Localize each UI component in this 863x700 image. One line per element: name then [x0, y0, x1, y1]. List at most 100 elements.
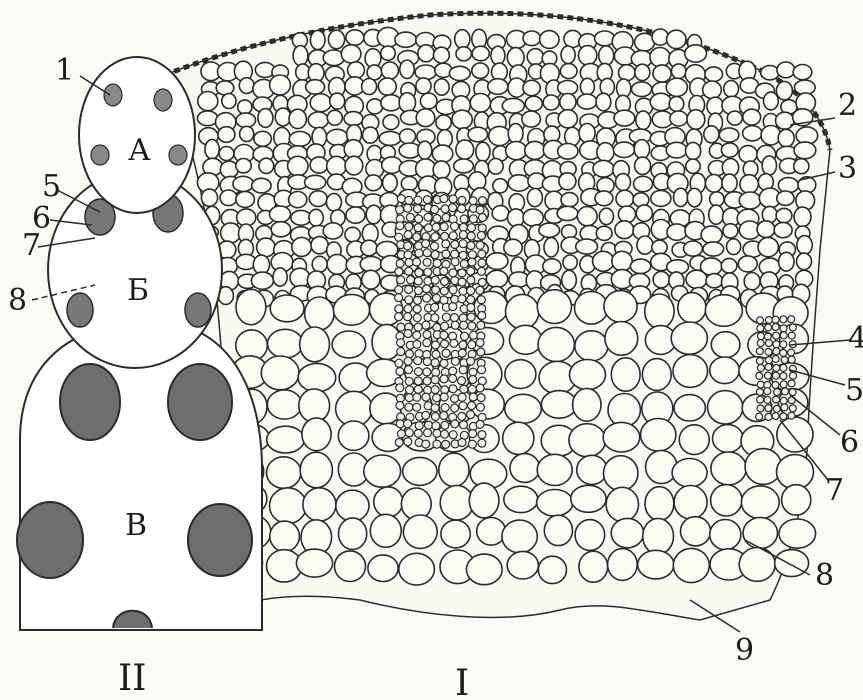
vascular-cell — [404, 357, 412, 365]
small-cell — [310, 30, 325, 49]
small-cell — [289, 132, 310, 147]
large-cell — [506, 294, 539, 329]
large-cell — [303, 488, 336, 521]
vascular-cell — [782, 388, 789, 395]
vascular-cell — [460, 215, 468, 223]
large-cell — [333, 294, 369, 325]
vascular-cell — [451, 395, 459, 403]
small-cell — [727, 111, 742, 125]
large-cell — [541, 391, 576, 419]
large-cell — [711, 485, 742, 516]
vascular-cell — [441, 404, 449, 412]
small-cell — [724, 81, 739, 98]
small-cell — [216, 81, 234, 95]
small-cell — [488, 159, 503, 175]
vascular-cell — [431, 303, 439, 311]
vascular-cell — [405, 403, 413, 411]
vascular-cell — [460, 421, 468, 429]
small-cell — [721, 143, 738, 157]
large-cell — [305, 297, 334, 330]
vascular-cell — [459, 341, 467, 349]
vascular-cell — [478, 366, 486, 374]
large-cell — [537, 490, 573, 517]
small-cell — [560, 64, 577, 79]
vascular-cell — [757, 405, 764, 412]
small-cell — [778, 129, 794, 147]
vascular-cell — [449, 375, 457, 383]
vascular-cell — [765, 317, 772, 324]
vascular-cell — [773, 372, 780, 379]
small-cell — [326, 194, 341, 212]
small-cell — [523, 209, 543, 226]
small-cell — [558, 110, 577, 128]
small-cell — [219, 147, 234, 161]
vascular-cell — [772, 324, 779, 331]
vascular-cell — [458, 205, 466, 213]
small-cell — [362, 270, 380, 289]
small-cell — [635, 64, 650, 80]
vascular-cell — [432, 368, 440, 376]
small-cell — [220, 190, 237, 206]
small-cell — [560, 94, 576, 111]
large-cell — [477, 518, 506, 546]
small-cell — [258, 109, 273, 128]
small-cell — [764, 92, 779, 110]
vascular-cell — [415, 269, 423, 277]
vascular-cell — [405, 296, 413, 304]
small-cell — [776, 82, 792, 100]
small-cell — [309, 191, 327, 207]
vascular-cell — [433, 394, 441, 402]
vascular-cell — [440, 359, 448, 367]
vascular-cell — [468, 251, 476, 259]
vascular-cell — [789, 389, 796, 396]
vascular-cell — [405, 267, 413, 275]
vascular-cell — [459, 231, 467, 239]
large-cell — [611, 518, 643, 547]
small-cell — [291, 210, 311, 225]
large-cell — [674, 395, 705, 421]
large-cell — [538, 556, 566, 583]
vascular-cell — [781, 357, 788, 364]
vascular-cell — [780, 364, 787, 371]
small-cell — [599, 46, 614, 65]
vascular-cell — [773, 348, 780, 355]
large-cell — [743, 518, 777, 549]
large-cell — [505, 360, 536, 389]
large-cell — [298, 363, 336, 391]
small-cell — [705, 175, 722, 193]
vascular-cell — [433, 215, 441, 223]
small-cell — [577, 207, 597, 226]
small-cell — [774, 222, 792, 237]
small-cell — [327, 110, 342, 125]
small-cell — [540, 31, 559, 49]
small-cell — [400, 129, 416, 144]
vascular-cell — [440, 412, 448, 420]
vascular-cell — [395, 233, 403, 241]
small-cell — [362, 79, 377, 95]
vascular-cell — [459, 287, 467, 295]
vascular-cell — [756, 358, 763, 365]
small-cell — [614, 110, 635, 126]
small-cell — [525, 96, 542, 111]
vascular-cell — [468, 224, 476, 232]
small-cell — [259, 158, 274, 173]
large-cell — [338, 421, 369, 450]
vascular-cell — [424, 224, 432, 232]
vascular-cell — [431, 276, 439, 284]
vascular-cell — [449, 195, 457, 203]
label-5-left: 5 — [42, 169, 61, 204]
vascular-cell — [414, 429, 422, 437]
small-cell — [344, 112, 363, 126]
small-cell — [596, 93, 611, 111]
large-cell — [332, 331, 366, 358]
small-cell — [348, 62, 365, 79]
large-cell — [678, 293, 706, 323]
vascular-cell — [414, 196, 422, 204]
small-cell — [797, 236, 812, 255]
small-cell — [559, 173, 576, 190]
small-cell — [727, 239, 741, 255]
small-cell — [367, 65, 382, 80]
small-cell — [381, 46, 396, 60]
small-cell — [205, 139, 219, 159]
vascular-cell — [396, 420, 404, 428]
